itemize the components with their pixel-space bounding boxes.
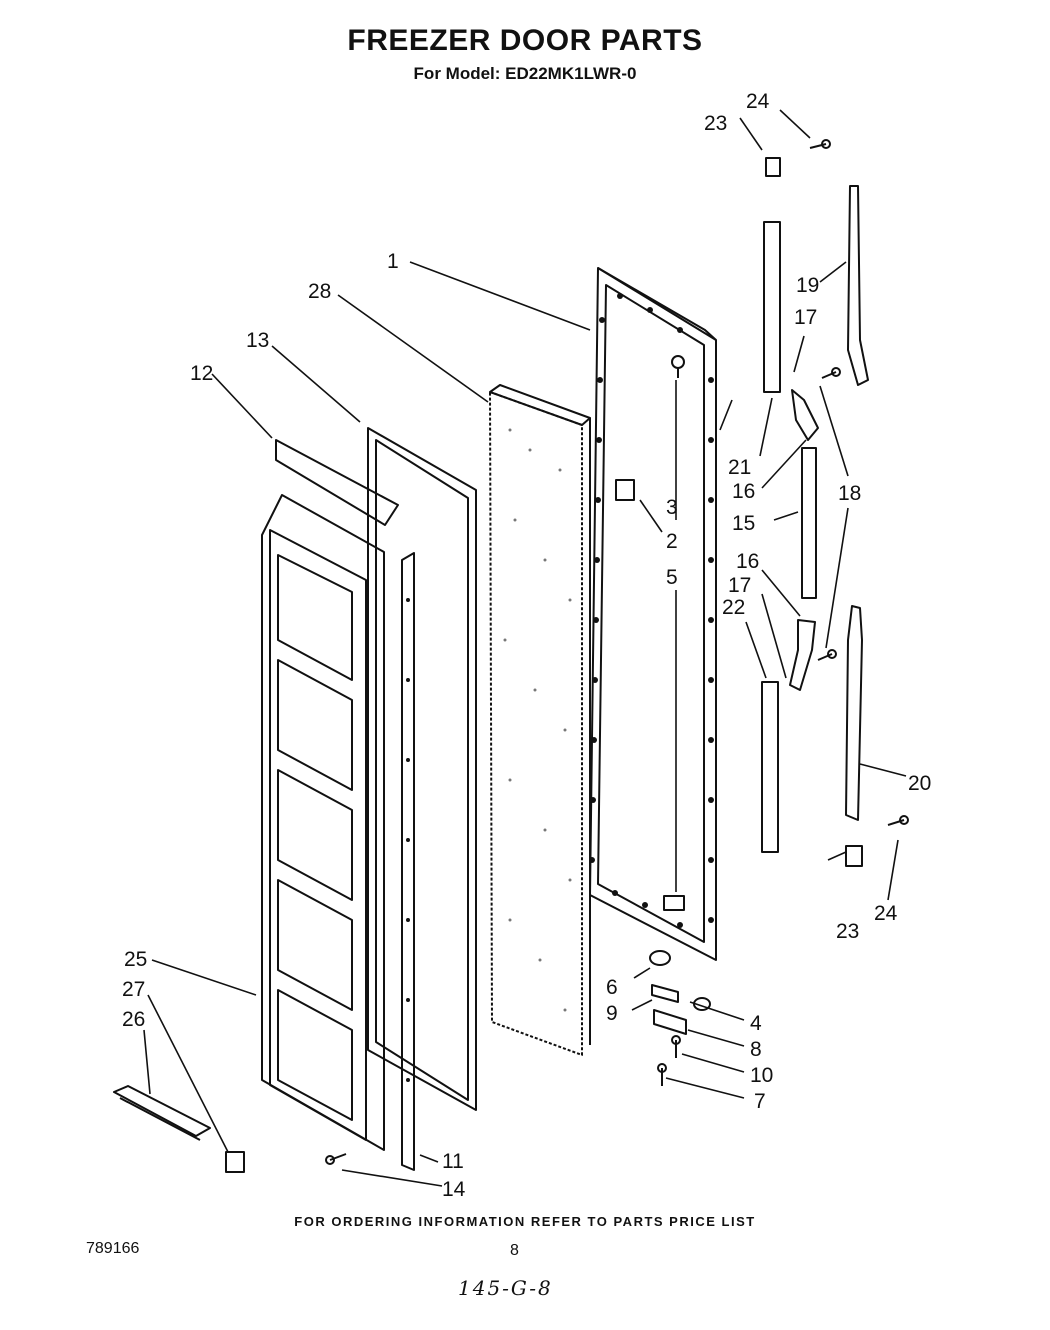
callout-number: 17 [728,574,751,597]
model-subtitle: For Model: ED22MK1LWR-0 [413,64,637,83]
insulation-block [489,384,591,1056]
callout-number: 23 [836,920,859,943]
callout-number: 13 [246,329,269,352]
callout-number: 16 [736,550,759,573]
door-hinge-pin [663,895,685,911]
callout-number: 7 [754,1090,766,1113]
screw [817,649,837,661]
callout-number: 24 [874,902,898,925]
screw [809,139,831,149]
callout-number: 5 [666,566,678,589]
screw [657,1063,667,1086]
handle-trim-upper [847,185,869,386]
callout-number: 22 [722,596,745,619]
callout-number: 20 [908,772,931,795]
handle-tube [801,447,817,599]
shelf-bracket [615,479,635,501]
callout-number: 16 [732,480,755,503]
callout-number: 9 [606,1002,618,1025]
page-title: FREEZER DOOR PARTS [347,24,703,57]
callout-number: 19 [796,274,819,297]
callout-number: 25 [124,948,147,971]
liner-strip [401,552,415,1171]
door-stop-pin [671,355,685,378]
callout-number: 21 [728,456,751,479]
callout-number: 1 [387,250,399,273]
ordering-note: FOR ORDERING INFORMATION REFER TO PARTS … [294,1214,756,1229]
top-bracket [275,439,399,526]
callout-number: 8 [750,1038,762,1061]
screw [325,1153,347,1165]
hinge-bracket-top [765,157,781,177]
document-number: 789166 [86,1240,140,1257]
handle-lower-cap [761,681,779,853]
trim-end-cap [225,1151,245,1173]
door-liner [261,494,385,1151]
callout-number: 23 [704,112,727,135]
callout-number: 26 [122,1008,145,1031]
callout-number: 14 [442,1178,466,1201]
door-outer-panel [589,267,717,961]
callout-number: 12 [190,362,213,385]
handle-end-lower [789,619,816,691]
callout-number: 17 [794,306,817,329]
handwritten-note: 145-G-8 [458,1276,553,1300]
handle-upper-cap [763,221,781,393]
door-stop-bushing [649,950,671,966]
callout-number: 3 [666,496,678,519]
door-gasket [367,427,477,1111]
callout-number: 6 [606,976,618,999]
callout-number: 4 [750,1012,762,1035]
callout-number: 28 [308,280,331,303]
hinge-plate [653,1009,687,1035]
callout-number: 27 [122,978,145,1001]
callout-number: 24 [746,90,770,113]
screw [671,1035,681,1058]
hinge-bracket-bottom [845,845,863,867]
callout-number: 10 [750,1064,773,1087]
hinge-shim [651,984,679,1003]
screw [887,815,909,826]
screw [821,367,841,379]
callout-number: 15 [732,512,755,535]
page-number: 8 [510,1242,519,1259]
handle-trim-lower [845,605,863,821]
callout-number: 18 [838,482,861,505]
handle-end-upper [791,389,819,441]
callout-number: 2 [666,530,678,553]
bottom-trim [113,1085,211,1141]
callout-number: 11 [442,1150,464,1173]
